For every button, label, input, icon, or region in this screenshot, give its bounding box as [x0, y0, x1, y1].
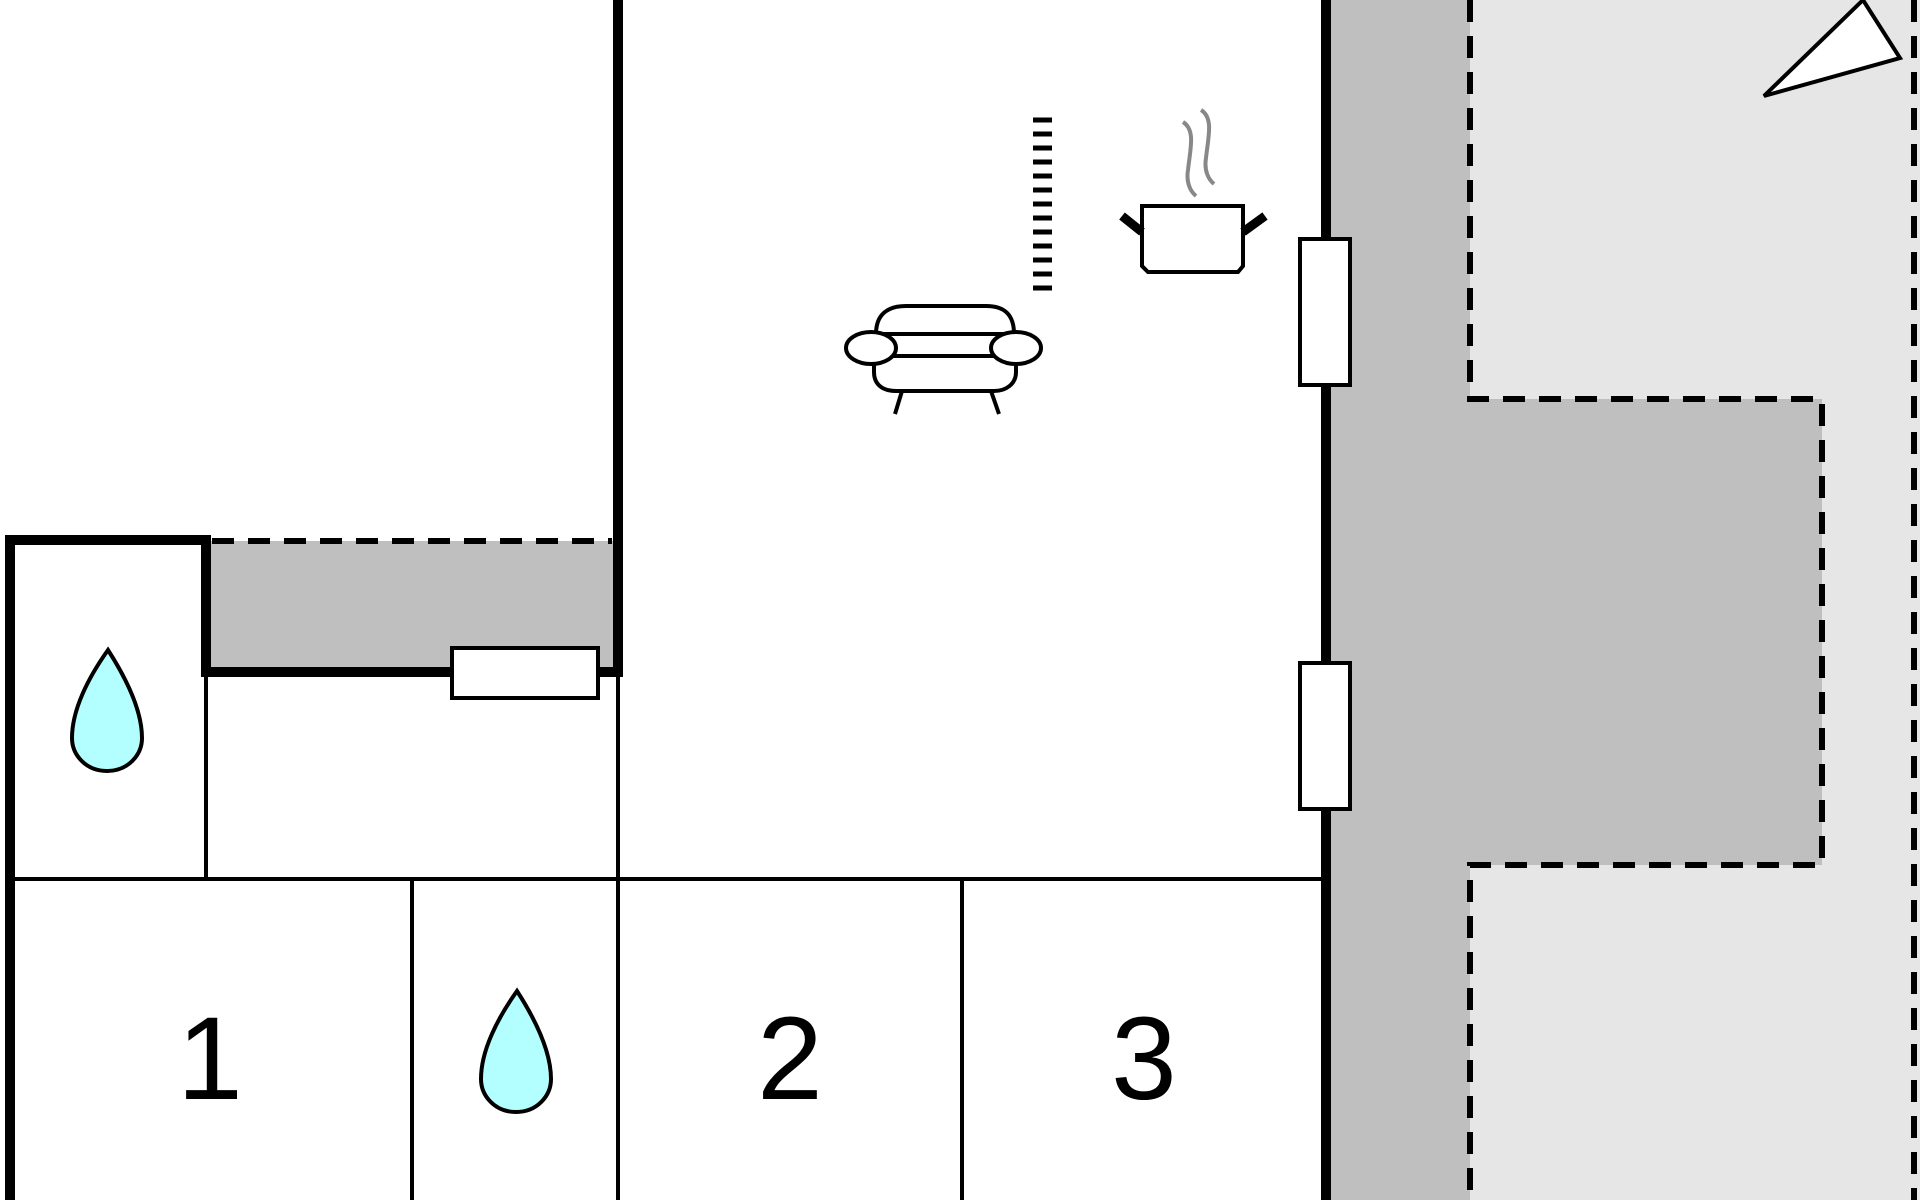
north-arrow-icon: [1762, 0, 1904, 98]
terrace-boundary-dashed: [1467, 0, 1825, 1200]
window-right-lower: [1298, 661, 1352, 811]
terrace-area: [1326, 0, 1822, 1200]
room-number-3: 3: [1111, 993, 1177, 1125]
room-number-1: 1: [177, 993, 243, 1125]
water-drop-icon: [69, 646, 145, 774]
window-right-upper: [1298, 237, 1352, 387]
water-drop-icon: [478, 987, 554, 1115]
room-number-2: 2: [757, 993, 823, 1125]
cooking-pot-icon: [1119, 108, 1268, 274]
wall-bathroom-outline: [5, 535, 618, 1200]
stairs-icon: [1033, 117, 1052, 291]
sofa-icon: [844, 304, 1043, 415]
window-balcony: [450, 646, 600, 700]
